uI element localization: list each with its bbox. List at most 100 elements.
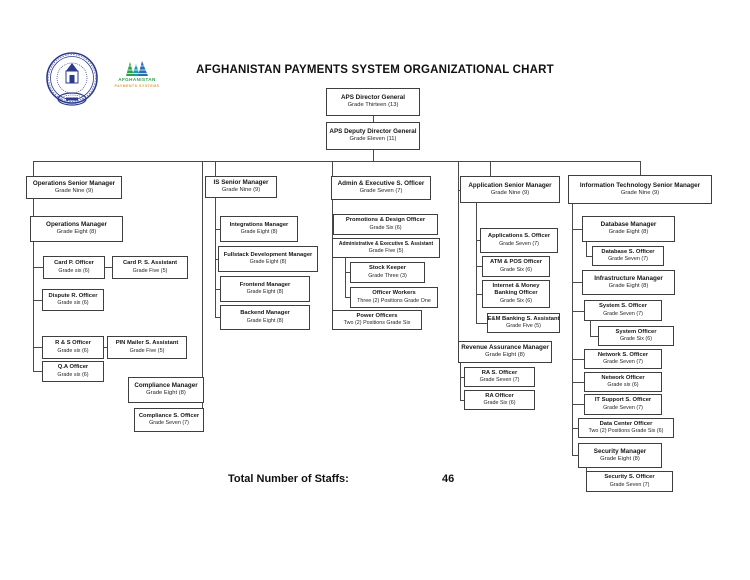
connector-line (460, 377, 464, 378)
connector-line (476, 294, 482, 295)
connector-line (476, 203, 477, 323)
org-box-title: Integrations Manager (229, 221, 289, 228)
org-box-title: RA S. Officer (481, 369, 518, 376)
org-box-grade: Grade Eight (8) (246, 317, 284, 324)
connector-line (572, 404, 584, 405)
org-box-title: RA Officer (485, 392, 514, 399)
org-box-grade: Grade Nine (9) (54, 187, 94, 194)
connector-line (586, 242, 587, 256)
org-box-grade: Grade Three (3) (368, 272, 407, 279)
org-box-title: Compliance S. Officer (138, 412, 200, 419)
org-box-title: Power Officers (356, 312, 398, 319)
connector-line (215, 289, 220, 290)
org-box-grade: Grade Six (6) (369, 224, 402, 231)
connector-line (572, 311, 584, 312)
connector-line (458, 161, 459, 352)
org-box-title: Frontend Manager (239, 281, 291, 288)
org-box-grade: Grade Seven (7) (608, 256, 648, 263)
org-box-title: APS Director General (340, 94, 406, 102)
org-box-grade: Grade Six (6) (499, 298, 533, 305)
org-box-title: Security S. Officer (604, 474, 655, 481)
seal-icon (46, 52, 98, 106)
org-box-grade: Grade six (6) (607, 382, 639, 389)
org-box-title: System S. Officer (598, 303, 647, 310)
org-box-title: Promotions & Design Officer (345, 217, 426, 224)
org-box-title: Revenue Assurance Manager (461, 344, 549, 352)
connector-line (490, 161, 491, 176)
connector-line (460, 400, 464, 401)
connector-line (572, 359, 584, 360)
org-box-grade: Grade Nine (9) (221, 187, 261, 194)
org-box-grade: Grade Seven (7) (479, 377, 520, 384)
org-box-title: System Officer (615, 328, 657, 335)
org-box-title: Q.A Officer (57, 364, 89, 371)
org-box-grade: Two (2) Positions Grade Six (6) (588, 428, 664, 435)
connector-line (572, 382, 584, 383)
org-box-grade: Grade Seven (7) (499, 240, 539, 247)
connector-line (215, 259, 218, 260)
connector-line (215, 229, 220, 230)
org-box-title: Card P. Officer (54, 260, 94, 267)
connector-line (476, 240, 480, 241)
connector-line (460, 363, 461, 400)
org-box-title: Infrastructure Manager (594, 274, 663, 282)
org-box-grade: Grade Eight (8) (249, 259, 287, 266)
org-box-grade: Grade Seven (7) (359, 188, 403, 195)
connector-line (572, 428, 578, 429)
org-box-grade: Grade Eight (8) (146, 390, 186, 397)
connector-line (373, 150, 374, 161)
org-box-title: Data Center Officer (599, 420, 653, 427)
connector-line (33, 161, 641, 162)
aps-logo-text: AFGHANISTAN (118, 77, 156, 82)
org-box-grade: Grade Five (5) (129, 347, 165, 354)
org-box-title: ATM & POS Officer (489, 259, 543, 266)
org-box-title: Card P. S. Assistant (122, 260, 178, 267)
connector-line (373, 116, 374, 122)
connector-line (33, 198, 34, 371)
connector-line (105, 267, 112, 268)
org-box-grade: Grade Eight (8) (608, 229, 649, 236)
org-box-title: R & S Officer (55, 340, 91, 347)
org-box-title: APS Deputy Director General (329, 128, 417, 136)
org-box-grade: Grade Six (6) (483, 400, 516, 407)
connector-line (572, 455, 578, 456)
org-box-grade: Grade six (6) (57, 371, 89, 378)
org-box-grade: Grade Eight (8) (246, 289, 284, 296)
org-box-title: IT Support S. Officer (594, 397, 652, 404)
connector-line (572, 282, 582, 283)
connector-line (33, 347, 42, 348)
org-box-grade: Grade Eleven (11) (349, 136, 397, 143)
org-box-title: PIN Mailer S. Assistant (115, 340, 179, 347)
org-box-title: Database S. Officer (601, 248, 655, 255)
org-box-grade: Grade Seven (7) (603, 404, 643, 411)
org-box-grade: Grade Eight (8) (56, 229, 97, 236)
org-box-grade: Grade six (6) (57, 300, 89, 307)
org-box-title: Application Senior Manager (468, 181, 552, 189)
central-bank-seal-logo (44, 51, 100, 113)
connector-line (572, 229, 582, 230)
connector-line (33, 161, 34, 176)
org-box-title: Administrative & Executive S. Assistant (338, 241, 434, 248)
org-box-grade: Grade six (6) (58, 267, 90, 274)
